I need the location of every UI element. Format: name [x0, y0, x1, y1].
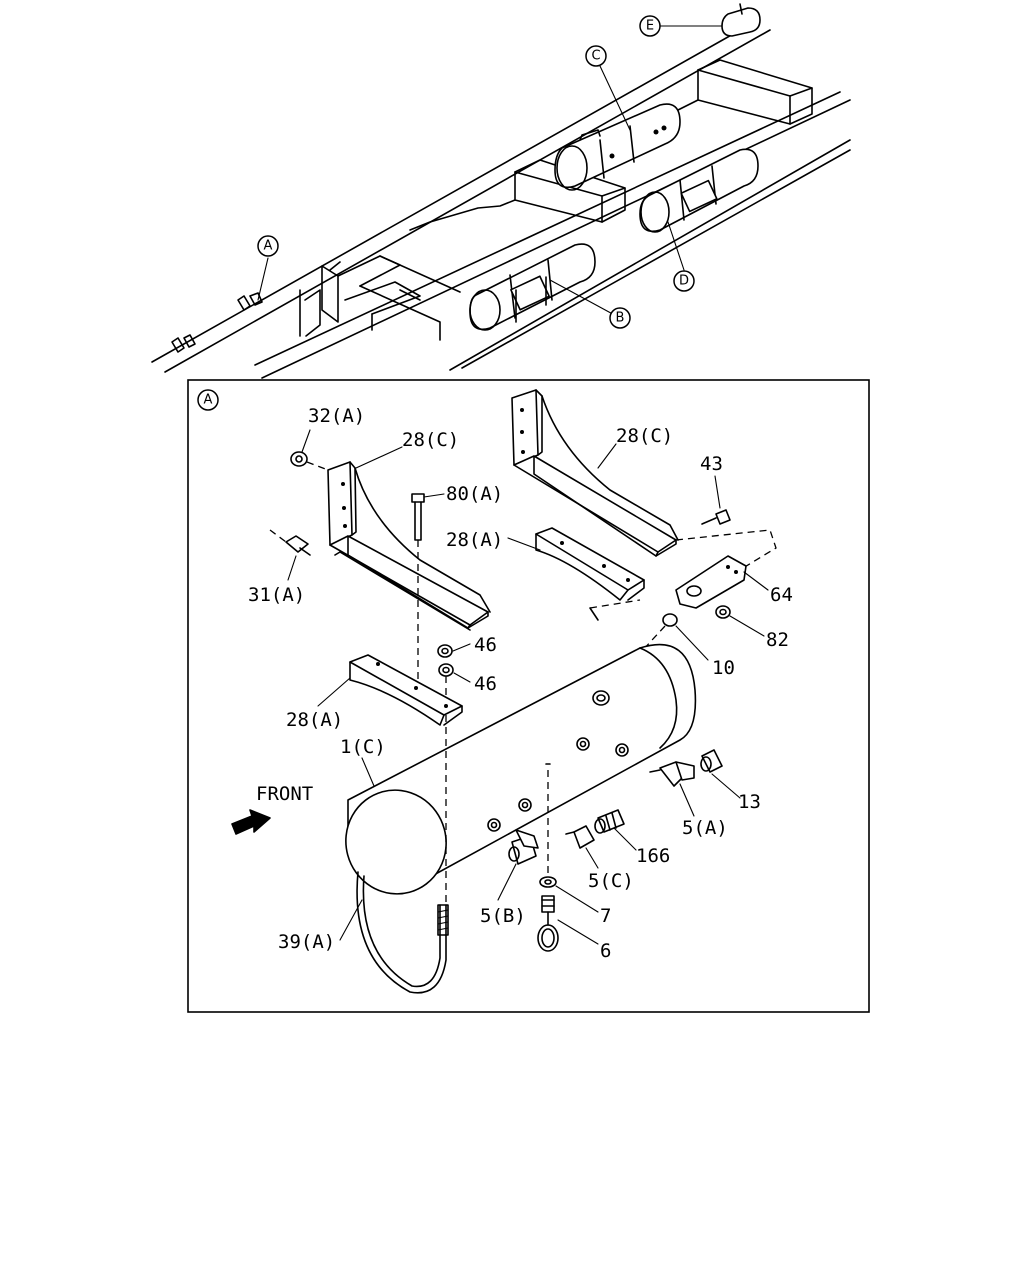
label-46-lower: 46 — [474, 673, 497, 695]
label-82: 82 — [766, 629, 789, 651]
label-7: 7 — [600, 905, 611, 927]
nut-46-upper — [437, 644, 453, 658]
label-28c-right: 28(C) — [616, 425, 673, 447]
fitting-5c — [565, 825, 595, 849]
label-31a: 31(A) — [248, 584, 305, 606]
callout-c: C — [585, 45, 607, 67]
label-5c: 5(C) — [588, 870, 634, 892]
overview-leaders — [257, 25, 723, 319]
elbow-5a — [649, 761, 695, 787]
guide-right-lower-solid — [589, 607, 599, 621]
callout-a: A — [257, 235, 279, 257]
label-1c: 1(C) — [340, 736, 386, 758]
bolt-43 — [701, 509, 731, 525]
label-28a-left: 28(A) — [286, 709, 343, 731]
front-arrow-icon — [231, 809, 271, 835]
fitting-13 — [700, 749, 723, 773]
label-6: 6 — [600, 940, 611, 962]
callout-d: D — [673, 270, 695, 292]
label-166: 166 — [636, 845, 670, 867]
air-tank-1c — [345, 643, 697, 895]
nut-46-lower — [438, 663, 454, 677]
detail-panel-frame — [187, 379, 870, 1013]
callout-d-letter: D — [679, 274, 689, 289]
callout-a-letter: A — [264, 239, 273, 254]
bracket-28c-left — [327, 461, 491, 631]
plate-64 — [675, 555, 747, 609]
label-32a: 32(A) — [308, 405, 365, 427]
switch-166 — [594, 809, 625, 834]
callout-e: E — [639, 15, 661, 37]
label-28c-left: 28(C) — [402, 429, 459, 451]
detail-panel-tag-letter: A — [204, 393, 213, 408]
callout-e-letter: E — [646, 19, 654, 34]
bracket-28c-right — [511, 389, 679, 557]
washer-32a — [290, 451, 329, 471]
callout-c-letter: C — [591, 49, 600, 64]
washer-7 — [539, 876, 557, 888]
strap-39a — [356, 871, 449, 994]
label-5b: 5(B) — [480, 905, 526, 927]
bolt-31a — [269, 529, 311, 556]
bolt-80a — [411, 493, 425, 541]
callout-b-letter: B — [616, 311, 625, 326]
drain-axis — [545, 763, 551, 880]
bracket-28a-left — [349, 654, 463, 726]
callout-b: B — [609, 307, 631, 329]
label-5a: 5(A) — [682, 817, 728, 839]
nut-82 — [715, 605, 731, 619]
drain-valve-6 — [537, 895, 559, 952]
label-13: 13 — [738, 791, 761, 813]
label-64: 64 — [770, 584, 793, 606]
label-46-upper: 46 — [474, 634, 497, 656]
chassis-overview — [151, 3, 851, 379]
label-28a-right: 28(A) — [446, 529, 503, 551]
label-43: 43 — [700, 453, 723, 475]
bracket-28a-right — [535, 527, 645, 601]
fitting-5b — [508, 829, 539, 865]
label-39a: 39(A) — [278, 931, 335, 953]
label-10: 10 — [712, 657, 735, 679]
front-label: FRONT — [256, 783, 313, 805]
guide-right-lower — [589, 599, 641, 609]
label-80a: 80(A) — [446, 483, 503, 505]
detail-leaders — [287, 429, 769, 945]
detail-panel-tag: A — [197, 389, 219, 411]
